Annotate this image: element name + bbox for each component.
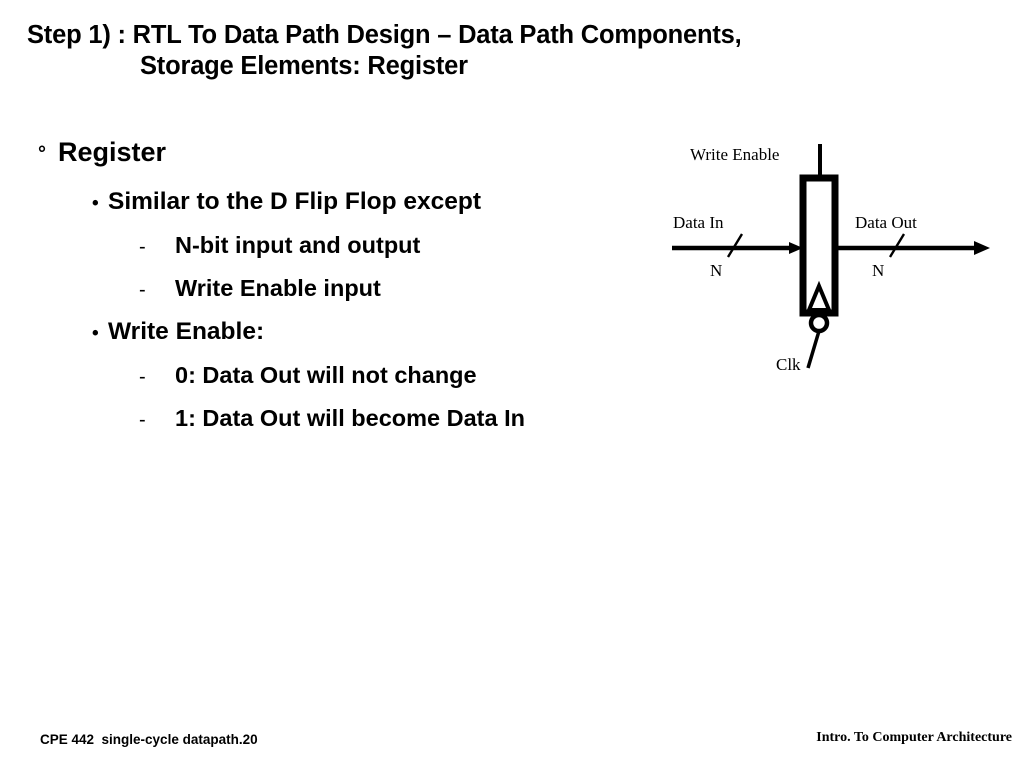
- page-title: Step 1) : RTL To Data Path Design – Data…: [27, 20, 997, 82]
- data-in-bus-slash-icon: [726, 233, 744, 258]
- list-item: - 0: Data Out will not change: [0, 357, 660, 394]
- dot-bullet-icon: •: [92, 193, 99, 214]
- data-out-bus-slash-icon: [888, 233, 906, 258]
- list-item: - Write Enable input: [0, 270, 660, 307]
- data-in-label: Data In: [673, 213, 724, 232]
- list-item: - 1: Data Out will become Data In: [0, 400, 660, 437]
- dot-bullet-icon: •: [92, 323, 99, 344]
- data-in-arrowhead-icon: [789, 242, 803, 254]
- list-item: • Similar to the D Flip Flop except: [0, 183, 660, 221]
- list-item-label: Write Enable input: [175, 275, 381, 301]
- page-title-line-2: Storage Elements: Register: [140, 52, 468, 80]
- clock-edge-triangle-icon: [806, 280, 832, 312]
- dash-bullet-icon: -: [139, 366, 146, 388]
- footer-left-text: CPE 442 single-cycle datapath.20: [40, 732, 258, 747]
- register-block-diagram: Write Enable Data In N Data Out N Clk: [650, 130, 1010, 390]
- write-enable-label: Write Enable: [690, 145, 779, 164]
- list-item-label: N-bit input and output: [175, 232, 421, 258]
- data-out-label: Data Out: [855, 213, 917, 232]
- list-item: ° Register: [0, 132, 660, 173]
- data-out-bus-width-label: N: [872, 261, 884, 280]
- list-item-label: Register: [58, 137, 167, 167]
- bullet-list: ° Register • Similar to the D Flip Flop …: [0, 132, 660, 443]
- list-item: • Write Enable:: [0, 313, 660, 351]
- data-in-bus-width-label: N: [710, 261, 722, 280]
- clk-wire: [806, 330, 821, 369]
- list-item-label: 1: Data Out will become Data In: [175, 405, 525, 431]
- dash-bullet-icon: -: [139, 409, 146, 431]
- list-item-label: 0: Data Out will not change: [175, 362, 477, 388]
- dash-bullet-icon: -: [139, 279, 146, 301]
- data-out-arrowhead-icon: [974, 241, 990, 255]
- page-title-line-1: Step 1) : RTL To Data Path Design – Data…: [27, 21, 742, 49]
- list-item-label: Write Enable:: [108, 318, 265, 345]
- list-item: - N-bit input and output: [0, 227, 660, 264]
- footer-right-text: Intro. To Computer Architecture: [816, 730, 1012, 745]
- clock-inversion-bubble-icon: [808, 312, 830, 334]
- list-item-label: Similar to the D Flip Flop except: [108, 188, 481, 215]
- dash-bullet-icon: -: [139, 236, 146, 258]
- clk-label: Clk: [776, 355, 801, 374]
- degree-bullet-icon: °: [38, 143, 46, 165]
